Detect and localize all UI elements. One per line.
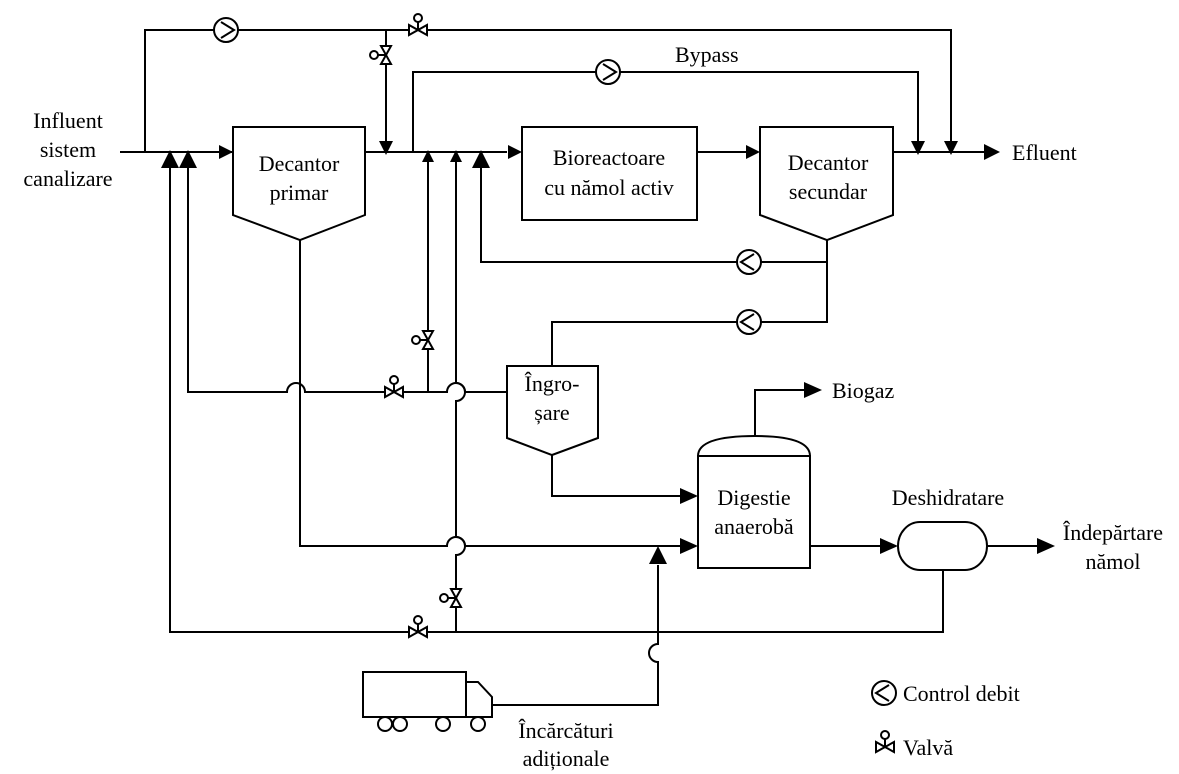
arrowhead (680, 538, 698, 554)
bioreactor: Bioreactoare cu nămol activ (521, 126, 698, 221)
pipe-biogas (754, 389, 805, 436)
arrowhead (649, 546, 667, 564)
flow-control-icon (736, 309, 762, 335)
pipe-top-bypass (144, 29, 952, 152)
arrowhead (880, 538, 898, 554)
thickener: Îngro- șare (506, 365, 599, 457)
arrowhead (450, 150, 462, 162)
pipe-additional-loads (493, 565, 659, 706)
sludge-removal-label-line2: nămol (1086, 549, 1141, 574)
valve-icon (411, 330, 435, 350)
pipe-excess-sludge (551, 262, 828, 378)
pipe-thickened-sludge (551, 455, 684, 497)
valve-icon (384, 375, 404, 399)
primary-clarifier-label-line2: primar (270, 180, 329, 205)
arrowhead (944, 141, 958, 155)
additional-loads-label-line2: adiționale (523, 746, 610, 771)
pipe-bypass (412, 71, 919, 152)
influent-label-line2: sistem (40, 137, 96, 162)
pumps (213, 17, 762, 335)
arrowhead (804, 382, 822, 398)
primary-clarifier-label-line1: Decantor (259, 151, 340, 176)
thickener-label-line2: șare (534, 400, 569, 425)
dewatering-label: Deshidratare (892, 485, 1004, 510)
influent-label-line3: canalizare (23, 166, 112, 191)
influent-label-line1: Influent (33, 108, 103, 133)
bioreactor-label-line1: Bioreactoare (553, 145, 665, 170)
legend-valve-label: Valvă (903, 735, 953, 760)
secondary-clarifier-label-line2: secundar (789, 179, 868, 204)
valve-icon (408, 615, 428, 639)
valve-icon (369, 45, 393, 65)
flow-control-icon (595, 59, 621, 85)
arrowhead (680, 488, 698, 504)
digester-dome (696, 434, 812, 457)
pipe-lower-riser (455, 157, 466, 632)
arrowhead (161, 150, 179, 168)
arrowhead (422, 150, 434, 162)
valves (369, 13, 463, 639)
dewatering-shape (897, 521, 988, 571)
biogas-label: Biogaz (832, 378, 895, 403)
flow-control-icon (736, 249, 762, 275)
arrowhead (379, 141, 393, 155)
arrowhead (508, 145, 522, 159)
sludge-removal-label-line1: Îndepărtare (1063, 520, 1163, 545)
labels: Influent sistem canalizare Efluent Bypas… (23, 42, 1163, 771)
bypass-label: Bypass (675, 42, 739, 67)
thickener-shape (506, 365, 599, 457)
secondary-clarifier-label-line1: Decantor (788, 150, 869, 175)
secondary-clarifier-shape (759, 126, 894, 242)
truck-icon (362, 671, 493, 732)
arrowhead (746, 145, 760, 159)
bioreactor-shape (521, 126, 698, 221)
arrowheads (161, 141, 1055, 564)
flow-control-icon (213, 17, 239, 43)
arrowhead (1037, 538, 1055, 554)
dewatering-unit (897, 521, 988, 571)
pipe-primary-sludge (299, 240, 684, 547)
secondary-clarifier: Decantor secundar (759, 126, 894, 242)
arrowhead (911, 141, 925, 155)
legend-flow-control-icon (871, 680, 897, 706)
legend: Control debit Valvă (871, 680, 1020, 760)
arrowhead (472, 150, 490, 168)
additional-loads-label-line1: Încărcături (518, 718, 613, 743)
valve-icon (439, 588, 463, 608)
primary-clarifier-shape (232, 126, 366, 242)
bioreactor-label-line2: cu nămol activ (544, 175, 674, 200)
pipe-return-sludge (480, 157, 828, 263)
digester-label-line2: anaerobă (714, 514, 794, 539)
arrowhead (984, 144, 1000, 160)
legend-flow-control-label: Control debit (903, 681, 1020, 706)
digester-body (697, 455, 811, 569)
legend-valve-icon (875, 730, 895, 754)
digester-label-line1: Digestie (717, 485, 790, 510)
primary-clarifier: Decantor primar (232, 126, 366, 242)
thickener-label-line1: Îngro- (525, 371, 580, 396)
pipe-filtrate-return (169, 157, 944, 633)
anaerobic-digester: Digestie anaerobă (696, 434, 812, 569)
valve-icon (408, 13, 428, 37)
arrowhead (219, 145, 233, 159)
arrowhead (179, 150, 197, 168)
effluent-label: Efluent (1012, 140, 1077, 165)
